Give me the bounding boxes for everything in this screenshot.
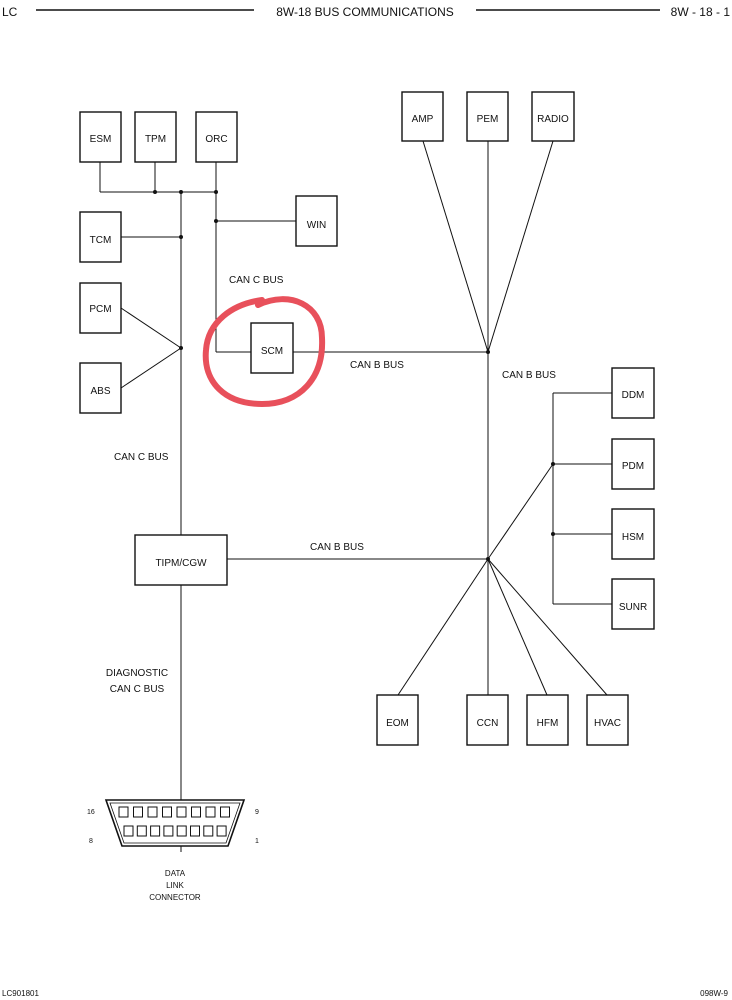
header-right: 8W - 18 - 1 bbox=[671, 5, 731, 19]
dlc-pin-cavity bbox=[136, 825, 147, 837]
label-can-b-bus-right: CAN B BUS bbox=[502, 370, 556, 381]
svg-text:ESM: ESM bbox=[90, 134, 112, 145]
junction-dots bbox=[153, 190, 555, 561]
svg-text:HVAC: HVAC bbox=[594, 718, 621, 729]
page-header: LC 8W-18 BUS COMMUNICATIONS 8W - 18 - 1 bbox=[2, 5, 730, 19]
module-pcm: PCM bbox=[79, 282, 122, 334]
page-footer: LC901801 098W-9 bbox=[2, 989, 729, 998]
module-sunr: SUNR bbox=[611, 578, 655, 630]
label-can-c-bus-upper: CAN C BUS bbox=[229, 275, 284, 286]
svg-text:RADIO: RADIO bbox=[537, 114, 569, 125]
dlc-label-link: LINK bbox=[166, 881, 184, 890]
svg-text:PCM: PCM bbox=[89, 304, 111, 315]
data-link-connector: 16 8 9 1 DATA LINK CONNECTOR bbox=[87, 799, 259, 902]
module-win: WIN bbox=[295, 195, 338, 247]
svg-text:SCM: SCM bbox=[261, 346, 283, 357]
footer-left: LC901801 bbox=[2, 989, 39, 998]
module-tipm-cgw: TIPM/CGW bbox=[134, 534, 228, 586]
dlc-pin-8-label: 8 bbox=[89, 838, 93, 845]
dlc-pins bbox=[118, 806, 230, 837]
dlc-pin-cavity bbox=[205, 806, 216, 818]
dlc-pin-cavity bbox=[176, 825, 187, 837]
module-boxes: ESM TPM ORC WIN TCM PCM ABS SCM bbox=[79, 91, 655, 746]
module-tcm: TCM bbox=[79, 211, 122, 263]
dlc-pin-cavity bbox=[220, 806, 230, 818]
dlc-pin-cavity bbox=[150, 825, 161, 837]
module-hsm: HSM bbox=[611, 508, 655, 560]
dlc-pin-cavity bbox=[162, 806, 172, 818]
label-diagnostic-can-c-bus: CAN C BUS bbox=[110, 684, 165, 695]
dlc-pin-cavity bbox=[163, 825, 174, 837]
dlc-pin-cavity bbox=[216, 825, 227, 837]
module-hfm: HFM bbox=[526, 694, 569, 746]
module-pem: PEM bbox=[466, 91, 509, 142]
dlc-pin-cavity bbox=[190, 825, 200, 837]
svg-text:PDM: PDM bbox=[622, 461, 644, 472]
dlc-pin-cavity bbox=[118, 806, 129, 818]
svg-text:CCN: CCN bbox=[477, 718, 499, 729]
svg-text:PEM: PEM bbox=[477, 114, 499, 125]
scm-highlight-circle bbox=[202, 296, 326, 408]
header-left: LC bbox=[2, 5, 18, 19]
dlc-pin-cavity bbox=[203, 825, 214, 837]
svg-text:TCM: TCM bbox=[90, 235, 112, 246]
svg-text:WIN: WIN bbox=[307, 220, 326, 231]
dlc-pin-cavity bbox=[191, 806, 201, 818]
dlc-pin-16-label: 16 bbox=[87, 809, 95, 816]
label-can-c-bus-left: CAN C BUS bbox=[114, 452, 169, 463]
module-ddm: DDM bbox=[611, 367, 655, 419]
dlc-label-data: DATA bbox=[165, 869, 186, 878]
module-tpm: TPM bbox=[134, 111, 177, 163]
module-pdm: PDM bbox=[611, 438, 655, 490]
dlc-pin-cavity bbox=[123, 825, 134, 837]
module-ccn: CCN bbox=[466, 694, 509, 746]
label-can-b-bus-scm: CAN B BUS bbox=[350, 360, 404, 371]
dlc-label-connector: CONNECTOR bbox=[149, 893, 201, 902]
svg-text:ABS: ABS bbox=[90, 386, 110, 397]
svg-text:SUNR: SUNR bbox=[619, 602, 647, 613]
footer-right: 098W-9 bbox=[700, 989, 728, 998]
module-abs: ABS bbox=[79, 362, 122, 414]
module-scm: SCM bbox=[250, 322, 294, 374]
dlc-pin-cavity bbox=[176, 806, 187, 818]
module-esm: ESM bbox=[79, 111, 122, 163]
module-eom: EOM bbox=[376, 694, 419, 746]
wiring bbox=[99, 140, 612, 800]
module-amp: AMP bbox=[401, 91, 444, 142]
dlc-pin-1-label: 1 bbox=[255, 838, 259, 845]
svg-text:ORC: ORC bbox=[205, 134, 227, 145]
svg-text:DDM: DDM bbox=[622, 390, 645, 401]
header-title: 8W-18 BUS COMMUNICATIONS bbox=[276, 5, 454, 19]
svg-text:TPM: TPM bbox=[145, 134, 166, 145]
dlc-pin-9-label: 9 bbox=[255, 809, 259, 816]
svg-text:TIPM/CGW: TIPM/CGW bbox=[155, 558, 207, 569]
dlc-pin-cavity bbox=[133, 806, 143, 818]
module-hvac: HVAC bbox=[586, 694, 629, 746]
dlc-pin-cavity bbox=[147, 806, 158, 818]
svg-text:AMP: AMP bbox=[412, 114, 434, 125]
label-diagnostic: DIAGNOSTIC bbox=[106, 668, 168, 679]
label-can-b-bus-tipm: CAN B BUS bbox=[310, 542, 364, 553]
module-orc: ORC bbox=[195, 111, 238, 163]
svg-text:EOM: EOM bbox=[386, 718, 409, 729]
svg-text:HSM: HSM bbox=[622, 532, 644, 543]
module-radio: RADIO bbox=[531, 91, 575, 142]
bus-labels: CAN C BUS CAN C BUS CAN B BUS CAN B BUS … bbox=[106, 275, 556, 695]
svg-text:HFM: HFM bbox=[537, 718, 559, 729]
